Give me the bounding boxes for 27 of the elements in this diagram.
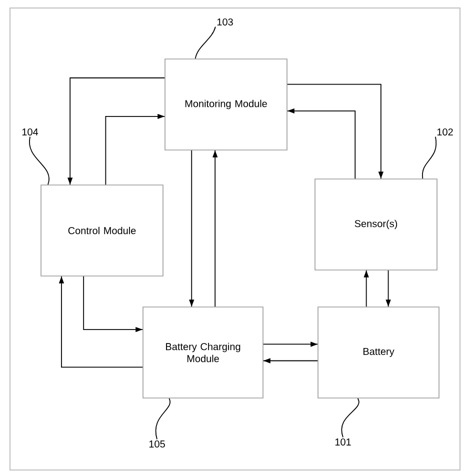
module-box: Battery Charging Module [142,306,264,398]
leader-line [28,136,50,186]
arrow [105,114,166,186]
arrow [58,276,144,368]
reference-numeral: 104 [22,128,38,136]
arrow [386,270,391,308]
arrow [262,342,318,347]
arrow [67,77,166,186]
leader-line [155,398,170,440]
arrow [364,270,369,308]
leader-line [341,398,360,438]
reference-numeral: 105 [149,440,165,448]
arrow [286,84,384,180]
module-box: Monitoring Module [164,58,288,150]
arrow [189,150,194,308]
module-box: Sensor(s) [314,178,438,270]
arrow [262,358,318,364]
module-box: Control Module [40,184,164,276]
reference-numeral: 101 [335,438,351,446]
module-box: Battery [318,306,440,398]
reference-numeral: 102 [437,128,453,136]
arrow [83,276,144,332]
arrow [212,150,218,308]
leader-line [194,26,216,60]
arrow [286,108,356,180]
leader-line [422,136,437,180]
reference-numeral: 103 [217,18,233,26]
